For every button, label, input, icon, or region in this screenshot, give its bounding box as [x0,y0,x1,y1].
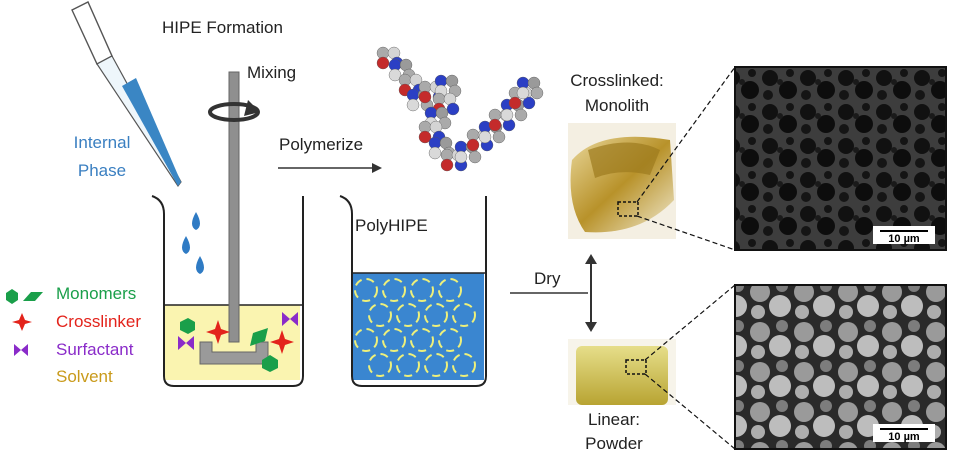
internal-phase-line2: Phase [78,161,126,180]
emulsion-droplet [396,303,420,327]
hexagon-icon [6,289,18,304]
scale-bar-top: 10 µm [888,233,920,245]
droplet-icon [196,256,204,274]
dry-label: Dry [534,269,561,288]
emulsion-droplet [354,328,378,352]
bowtie-icon [14,344,28,356]
linear-line1: Linear: [588,410,640,429]
sem-image-powder: 10 µm [734,284,947,450]
emulsion-droplet [424,303,448,327]
mixing-label: Mixing [247,63,296,82]
polymerize-label: Polymerize [279,135,363,154]
emulsion-droplet [452,353,476,377]
polyhipe-label: PolyHIPE [355,216,428,235]
emulsion-droplet [410,278,434,302]
powder-photo [568,339,676,405]
legend-solvent: Solvent [56,367,113,386]
mixing-beaker [151,71,304,387]
emulsion-droplet [396,353,420,377]
emulsion-droplet [438,328,462,352]
emulsion-droplet [438,278,462,302]
legend: Monomers Crosslinker Surfactant Solvent [6,284,141,386]
emulsion-droplet [452,303,476,327]
crosslinked-line2: Monolith [585,96,649,115]
droplet-icon [192,212,200,230]
legend-crosslinker: Crosslinker [56,312,141,331]
pipette-icon [71,1,182,188]
emulsion-droplet [368,303,392,327]
linear-line2: Powder [585,434,643,453]
parallelogram-icon [23,292,43,301]
polymer-molecule-image [376,46,544,172]
emulsion-droplet [424,353,448,377]
double-arrow-icon [585,254,597,332]
sem-image-porous: 10 µm [734,66,947,251]
internal-phase-line1: Internal [74,133,131,152]
droplet-icon [182,236,190,254]
monolith-photo [568,123,676,239]
polyhipe-beaker [339,195,487,387]
emulsion-droplet [354,278,378,302]
scale-bar-bottom: 10 µm [888,431,920,443]
emulsion-droplet [382,278,406,302]
arrow-right-icon [278,163,382,173]
crosslinked-line1: Crosslinked: [570,71,664,90]
legend-monomers: Monomers [56,284,136,303]
rotation-arrow-icon [244,100,260,116]
legend-surfactant: Surfactant [56,340,134,359]
emulsion-droplet [368,353,392,377]
star-icon [12,313,32,331]
title: HIPE Formation [162,18,283,37]
emulsion-droplet [410,328,434,352]
emulsion-droplet [382,328,406,352]
